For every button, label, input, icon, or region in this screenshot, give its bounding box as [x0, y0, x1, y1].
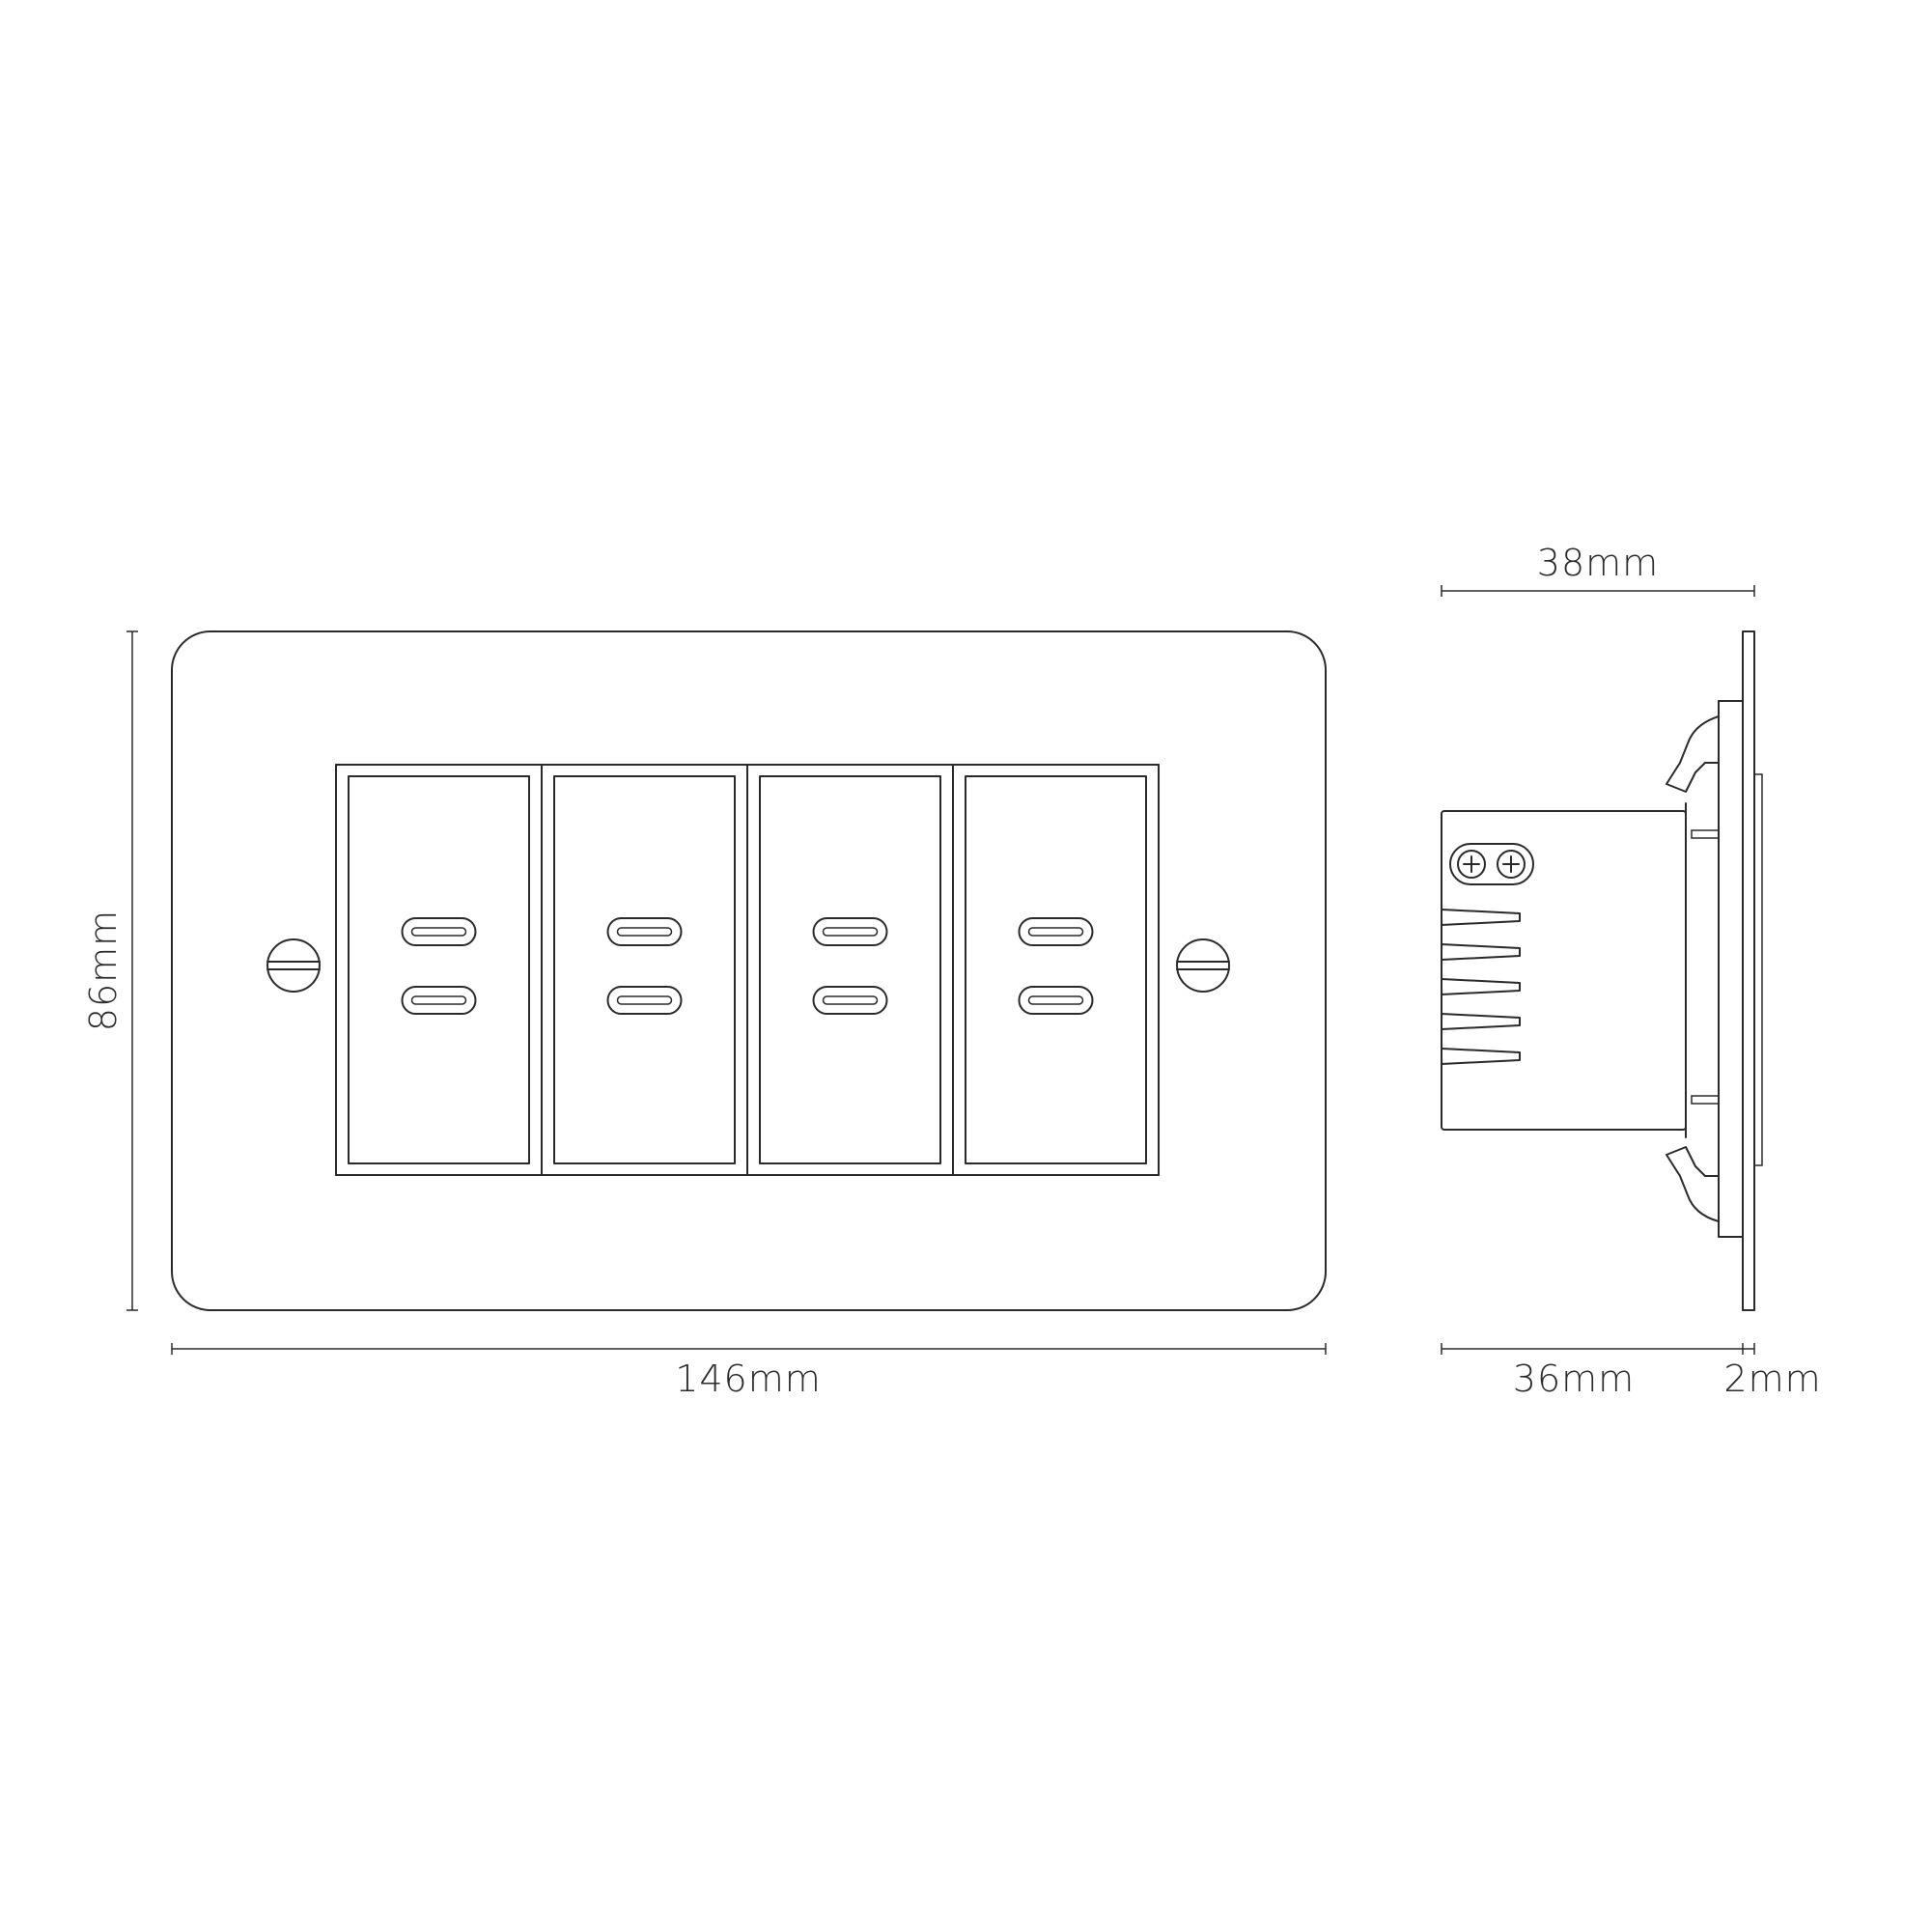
switch-module [541, 764, 748, 1176]
front-view [171, 630, 1327, 1311]
indicator-slot [401, 917, 477, 946]
switch-module [335, 764, 543, 1176]
cooling-fins [1441, 909, 1521, 1065]
left-fixing-screw [266, 938, 321, 993]
indicator-slot [401, 986, 477, 1015]
terminal-screws [1449, 843, 1534, 885]
body-depth-dimension: 36mm [1441, 1343, 1744, 1400]
height-label: 86mm [82, 910, 125, 1031]
side-view [1441, 630, 1763, 1311]
depth-label: 38mm [1537, 542, 1659, 584]
switch-module [952, 764, 1160, 1176]
indicator-slot [1018, 917, 1094, 946]
plate-thickness-label: 2mm [1723, 1358, 1821, 1400]
indicator-slot [1018, 986, 1094, 1015]
side-module-body [1441, 810, 1687, 1131]
right-fixing-screw [1176, 938, 1230, 993]
side-face-plate [1742, 630, 1755, 1311]
width-dimension: 146mm [171, 1343, 1327, 1400]
body-depth-label: 36mm [1513, 1358, 1635, 1400]
top-clip [1666, 715, 1720, 793]
switch-module [746, 764, 954, 1176]
plate-thickness-dimension: 2mm [1723, 1343, 1821, 1400]
indicator-slot [606, 986, 683, 1015]
indicator-slot [812, 986, 888, 1015]
indicator-slot [812, 917, 888, 946]
side-mounting-frame [1718, 700, 1744, 1238]
switch-modules [335, 764, 1160, 1176]
depth-dimension: 38mm [1441, 542, 1755, 597]
bottom-clip [1666, 1146, 1720, 1222]
indicator-slot [606, 917, 683, 946]
width-label: 146mm [675, 1358, 822, 1400]
face-plate [171, 630, 1327, 1311]
height-dimension: 86mm [82, 630, 138, 1311]
side-button-strip [1753, 773, 1763, 1166]
